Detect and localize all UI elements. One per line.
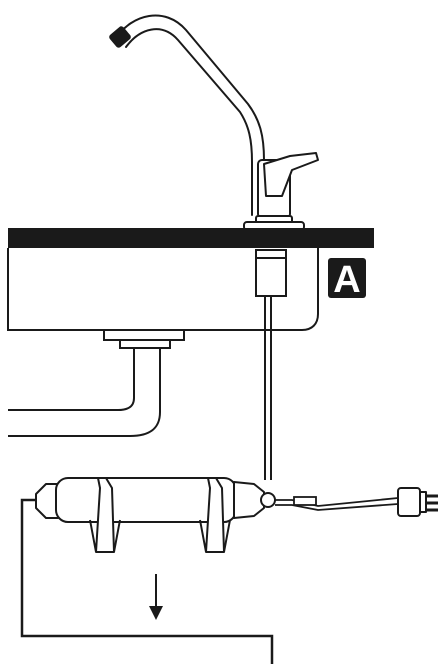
supply-tube [264, 296, 272, 480]
drain-flange [103, 329, 185, 341]
sink-drain [103, 329, 185, 349]
output-tube [20, 498, 274, 664]
power-cord [275, 496, 399, 511]
mounting-clip-right [199, 477, 231, 553]
arrow-down-icon [149, 574, 163, 620]
drain-nut [119, 339, 171, 349]
faucet-spout-inner [125, 28, 253, 216]
callout-letter: A [333, 259, 360, 301]
drain-pipe [8, 348, 161, 437]
filter-outlet-fitting [260, 492, 276, 508]
faucet-spout [115, 14, 265, 216]
sink-basin [7, 248, 319, 331]
faucet-handle [263, 152, 319, 197]
mounting-clip-left [89, 477, 121, 553]
callout-badge: A [328, 258, 366, 301]
filter-right-cap [233, 481, 265, 519]
filter-left-cap [35, 483, 59, 519]
countertop [8, 228, 374, 248]
faucet-shank-nut [255, 249, 287, 297]
faucet-aerator [109, 26, 131, 48]
power-plug-icon [397, 487, 438, 517]
faucet-icon [109, 14, 319, 231]
filter-cartridge [35, 477, 276, 523]
